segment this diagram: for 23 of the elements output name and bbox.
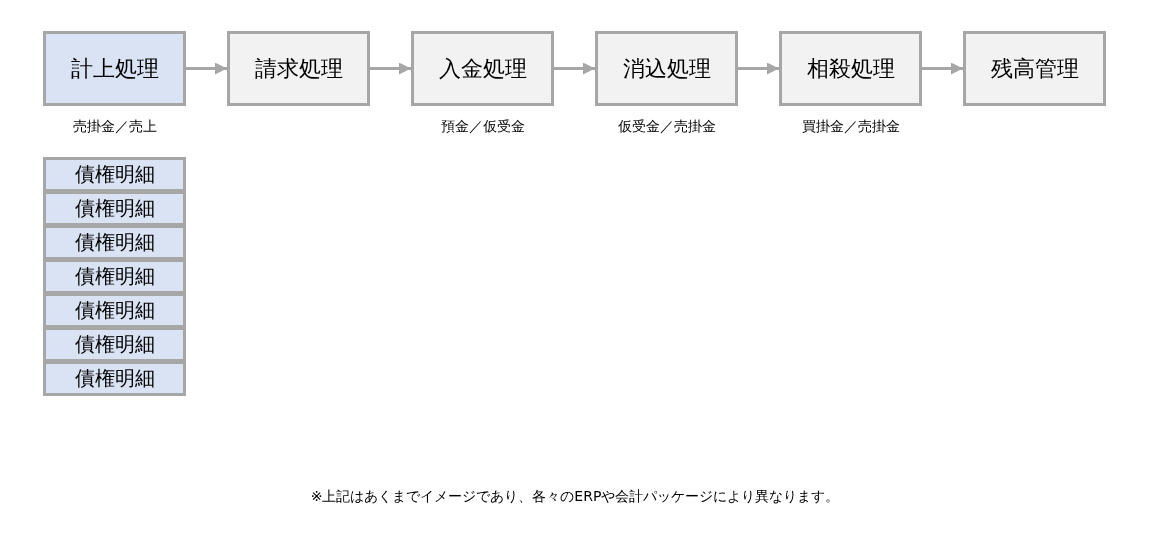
- arrow: [922, 62, 963, 75]
- arrow: [370, 62, 411, 75]
- arrow: [554, 62, 595, 75]
- detail-row: 債権明細: [43, 191, 186, 226]
- detail-row: 債権明細: [43, 259, 186, 294]
- arrow: [186, 62, 227, 75]
- account-label: 預金／仮受金: [440, 118, 525, 136]
- detail-row: 債権明細: [43, 157, 186, 192]
- account-label: 仮受金／売掛金: [617, 118, 716, 136]
- process-box: 残高管理: [963, 31, 1106, 106]
- detail-row: 債権明細: [43, 327, 186, 362]
- process-box: 請求処理: [227, 31, 370, 106]
- account-label: 買掛金／売掛金: [801, 118, 900, 136]
- arrow: [738, 62, 779, 75]
- footnote: ※上記はあくまでイメージであり、各々のERPや会計パッケージにより異なります。: [310, 488, 840, 504]
- process-box: 計上処理: [43, 31, 186, 106]
- process-box: 入金処理: [411, 31, 554, 106]
- account-label: 売掛金／売上: [72, 118, 157, 136]
- detail-row: 債権明細: [43, 293, 186, 328]
- process-box: 相殺処理: [779, 31, 922, 106]
- process-box: 消込処理: [595, 31, 738, 106]
- detail-row: 債権明細: [43, 361, 186, 396]
- detail-row: 債権明細: [43, 225, 186, 260]
